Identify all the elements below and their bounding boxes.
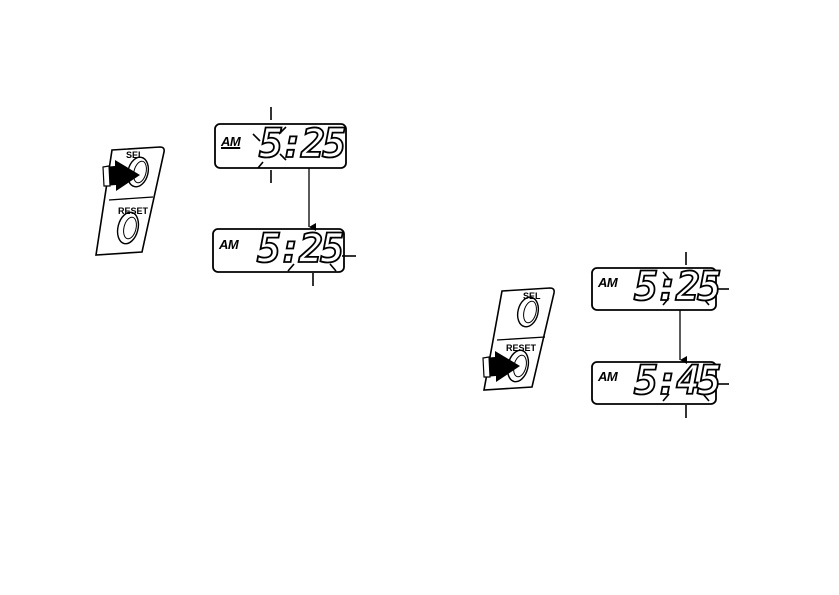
time-digits-right-top: 5:25 xyxy=(634,267,718,307)
time-digits-right-bottom: 5:45 xyxy=(634,361,718,401)
time-digits-left-bottom: 5:25 xyxy=(257,229,341,269)
period-indicator-right-top: AM xyxy=(598,276,617,289)
reset-button-label-left: RESET xyxy=(118,207,148,216)
sel-button-label-right: SEL xyxy=(523,292,541,301)
button-panel-left xyxy=(96,147,164,255)
period-text: AM xyxy=(221,134,240,149)
time-digits-left-top: 5:25 xyxy=(259,124,343,164)
reset-button-label-right: RESET xyxy=(506,344,536,353)
sel-button-label-left: SEL xyxy=(126,151,144,160)
period-indicator-right-bottom: AM xyxy=(598,370,617,383)
period-indicator-left-bottom: AM xyxy=(219,238,238,251)
period-indicator-left-top: AM xyxy=(221,135,240,148)
